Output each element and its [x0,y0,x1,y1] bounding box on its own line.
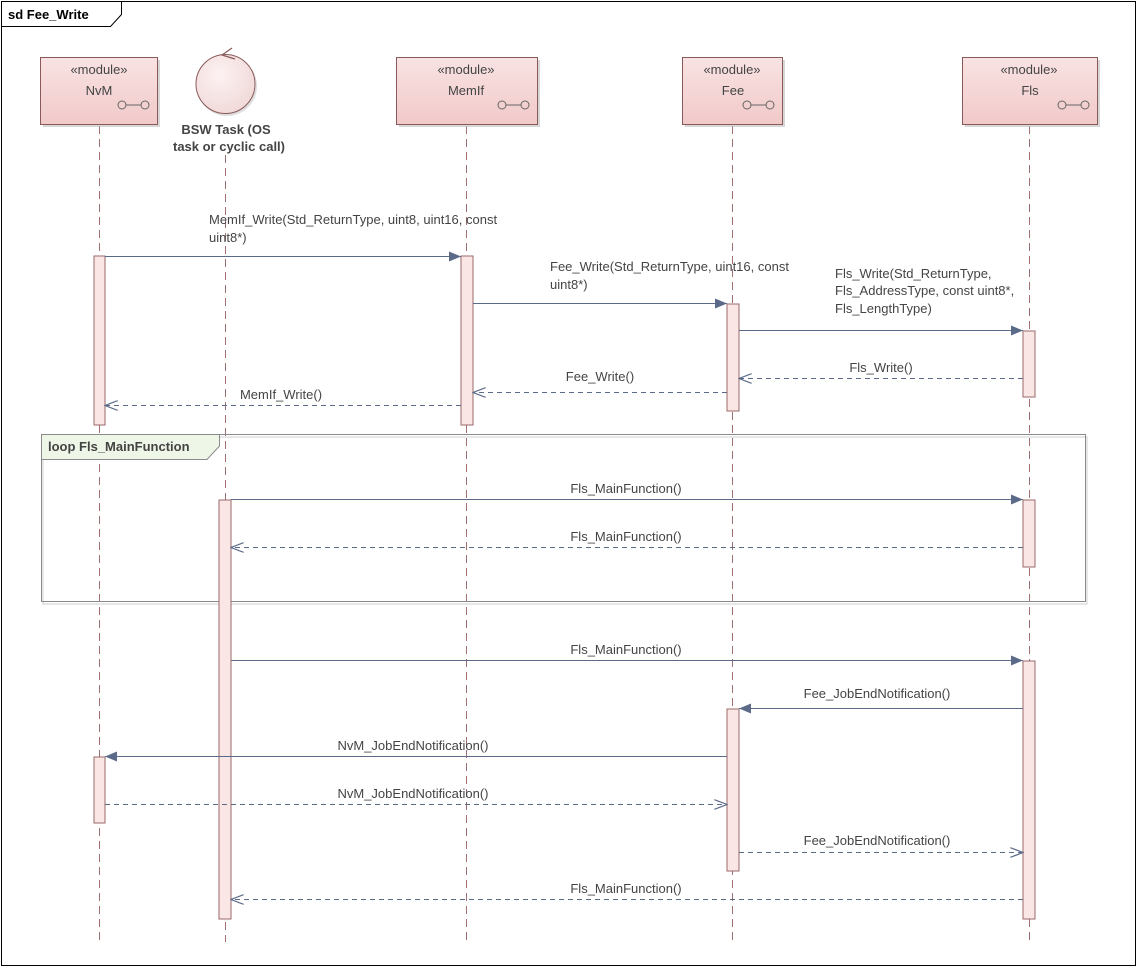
activation-bar [460,255,474,426]
actor-name-line: task or cyclic call) [173,139,285,154]
loop-label: loop Fls_MainFunction [48,439,190,454]
message-memif-write-return: MemIf_Write() [105,387,461,406]
message-label: Fee_Write(Std_ReturnType, uint16, const [550,259,789,274]
message-label: Fls_Write(Std_ReturnType, [835,266,992,281]
message-label: Fee_JobEndNotification() [804,833,951,848]
module-fee: «module» Fee [682,57,785,127]
component-icon [117,100,150,110]
message-label: MemIf_Write() [240,387,322,402]
component-icon [497,100,530,110]
activation-bar [93,756,106,824]
message-label: Fls_MainFunction() [570,881,681,896]
module-stereotype: «module» [703,62,760,77]
activation-bar [1022,499,1036,568]
message-fls-write-call: Fls_Write(Std_ReturnType, Fls_AddressTyp… [739,266,1023,336]
module-name: NvM [86,83,113,98]
message-nvm-jobend-return: NvM_JobEndNotification() [105,786,727,805]
message-label: Fls_MainFunction() [570,529,681,544]
message-nvm-jobend-call: NvM_JobEndNotification() [105,738,727,762]
activation-bar [726,708,740,872]
message-label: NvM_JobEndNotification() [337,738,488,753]
message-memif-write-call: MemIf_Write(Std_ReturnType, uint8, uint1… [105,212,497,262]
message-fee-jobend-call: Fee_JobEndNotification() [739,686,1023,714]
message-label: uint8*) [550,277,588,292]
message-fee-write-call: Fee_Write(Std_ReturnType, uint16, const … [473,259,789,309]
message-label: uint8*) [209,230,247,245]
message-fls-mainfunction-call: Fls_MainFunction() [231,642,1023,666]
message-label: Fee_Write() [566,369,634,384]
actor-bsw-task: BSW Task (OS task or cyclic call) [173,47,285,154]
activation-bar [218,499,232,920]
message-label: MemIf_Write(Std_ReturnType, uint8, uint1… [209,212,497,227]
message-fee-write-return: Fee_Write() [473,369,727,393]
component-icon [1057,100,1090,110]
message-label: Fls_LengthType) [835,301,932,316]
actor-name-line: BSW Task (OS [181,122,271,137]
message-label: NvM_JobEndNotification() [337,786,488,801]
message-label: Fls_Write() [849,360,912,375]
module-memif: «module» MemIf [396,57,540,127]
module-name: Fee [722,83,744,98]
activation-bar [1022,660,1036,920]
module-stereotype: «module» [1000,62,1057,77]
module-nvm: «module» NvM [40,57,160,127]
activation-bar [93,255,106,426]
message-label: Fls_MainFunction() [570,642,681,657]
control-icon [195,54,256,114]
module-name: Fls [1021,83,1039,98]
activation-bar [726,303,740,412]
message-fls-mainfunction-return: Fls_MainFunction() [231,529,1023,548]
module-name: MemIf [448,83,485,98]
message-label: Fls_AddressType, const uint8*, [835,283,1014,298]
module-stereotype: «module» [437,62,494,77]
message-fee-jobend-return: Fee_JobEndNotification() [739,833,1023,853]
module-fls: «module» Fls [962,57,1100,127]
message-fls-write-return: Fls_Write() [739,360,1023,379]
message-label: Fls_MainFunction() [570,481,681,496]
message-fls-mainfunction-call: Fls_MainFunction() [231,481,1023,505]
message-label: Fee_JobEndNotification() [804,686,951,701]
activation-bars [93,255,1036,920]
message-fls-mainfunction-return: Fls_MainFunction() [231,881,1023,900]
activation-bar [1022,330,1036,398]
frame-title: sd Fee_Write [8,7,89,22]
loop-fragment: loop Fls_MainFunction [41,434,1088,605]
component-icon [742,100,775,110]
module-stereotype: «module» [70,62,127,77]
